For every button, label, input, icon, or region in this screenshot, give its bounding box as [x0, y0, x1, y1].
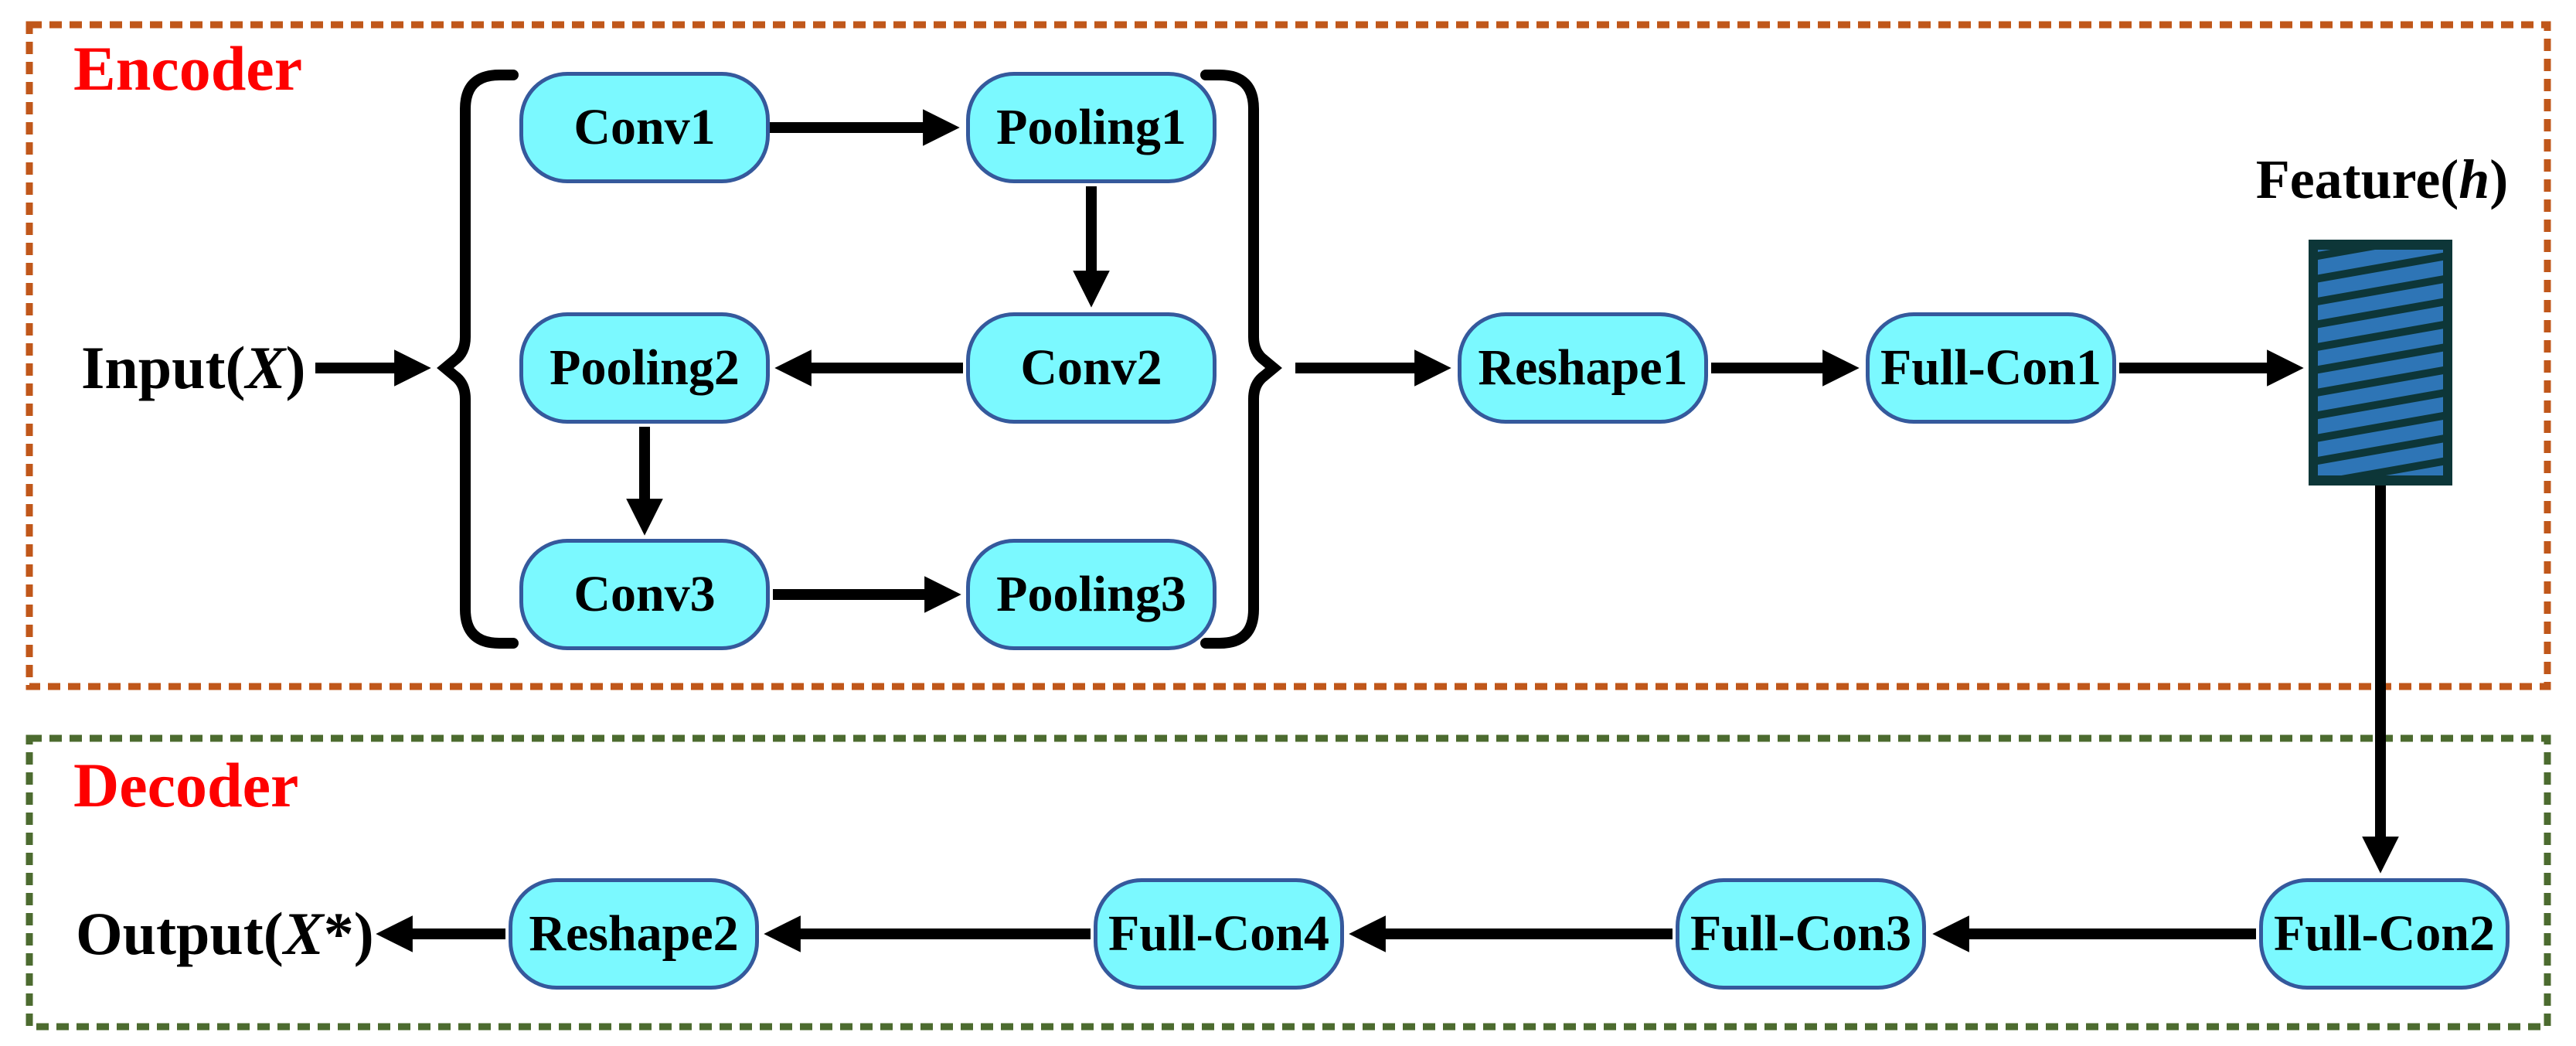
feature-variable: h — [2459, 148, 2490, 210]
node-conv3: Conv3 — [519, 539, 770, 650]
output-label: Output(X*) — [76, 904, 374, 964]
output-variable: X — [283, 900, 324, 967]
input-label-prefix: Input( — [81, 334, 246, 401]
feature-label: Feature(h) — [2256, 152, 2509, 207]
node-pooling3: Pooling3 — [966, 539, 1217, 650]
feature-block-stripes — [2318, 250, 2443, 475]
input-label-suffix: ) — [285, 334, 306, 401]
node-conv1: Conv1 — [519, 72, 770, 183]
decoder-box-border — [26, 734, 2551, 1031]
node-reshape1: Reshape1 — [1458, 312, 1708, 424]
left-curly-brace — [437, 70, 519, 649]
node-conv2: Conv2 — [966, 312, 1217, 424]
decoder-label: Decoder — [73, 750, 299, 820]
node-pooling1: Pooling1 — [966, 72, 1217, 183]
feature-block — [2309, 240, 2452, 486]
node-reshape2: Reshape2 — [509, 878, 759, 990]
feature-label-suffix: ) — [2489, 148, 2509, 210]
output-label-prefix: Output( — [76, 900, 284, 967]
input-label: Input(X) — [81, 338, 305, 398]
encoder-box-border — [26, 21, 2551, 690]
feature-label-prefix: Feature( — [2255, 148, 2459, 210]
node-fullcon1: Full-Con1 — [1866, 312, 2116, 424]
node-fullcon2: Full-Con2 — [2259, 878, 2510, 990]
output-label-suffix: *) — [323, 900, 374, 967]
node-fullcon3: Full-Con3 — [1676, 878, 1926, 990]
right-curly-brace — [1200, 70, 1282, 649]
node-pooling2: Pooling2 — [519, 312, 770, 424]
node-fullcon4: Full-Con4 — [1094, 878, 1344, 990]
input-variable: X — [245, 334, 286, 401]
encoder-label: Encoder — [73, 33, 303, 104]
